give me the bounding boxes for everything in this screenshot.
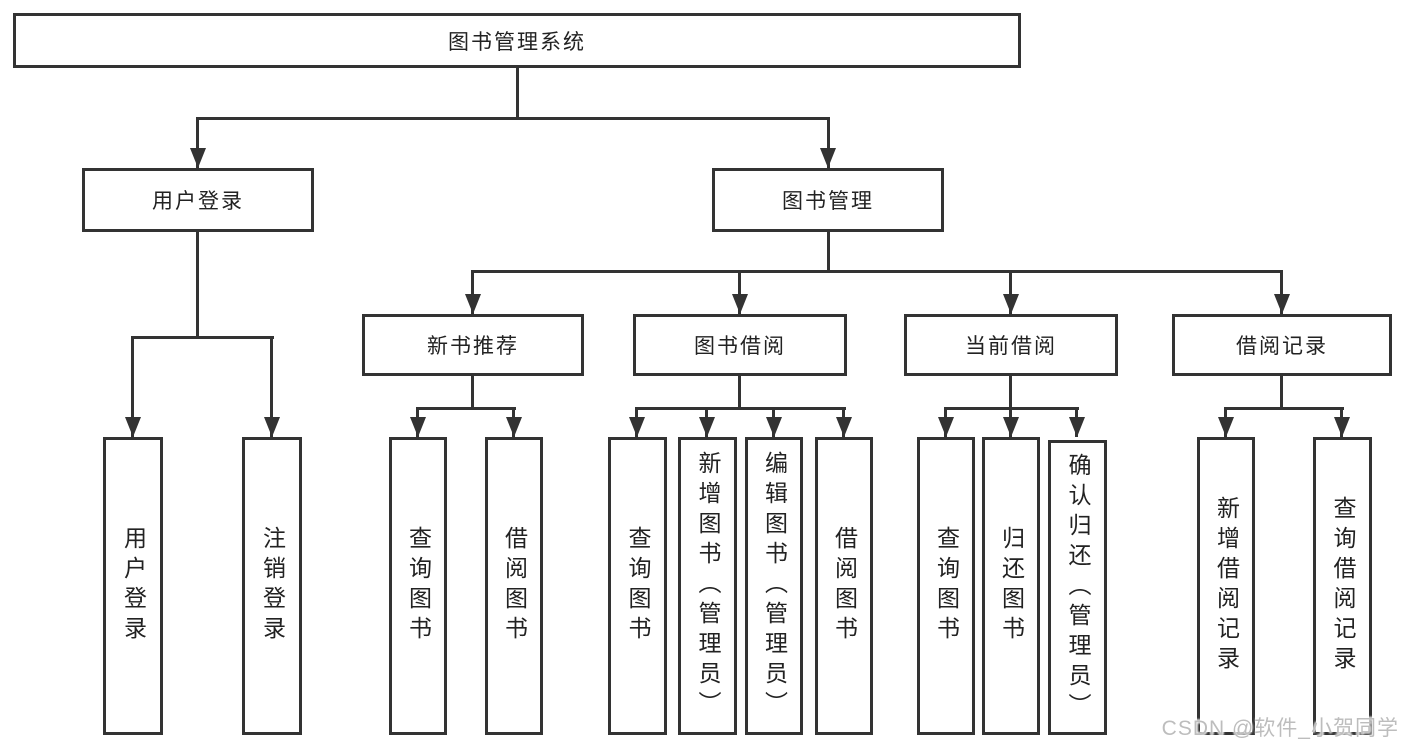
arrow-down-user-login bbox=[190, 148, 206, 168]
connector-book-borrow-distributor bbox=[635, 407, 846, 410]
connector-to-borrow-records bbox=[1280, 272, 1283, 314]
connector-to-leaf bbox=[270, 338, 273, 437]
arrow-down-current-borrow bbox=[1003, 294, 1019, 314]
connector-to-new-books bbox=[471, 272, 474, 314]
leaf-new-books-borrow: 借阅图书 bbox=[485, 437, 543, 735]
leaf-label: 注销登录 bbox=[259, 526, 286, 646]
node-label: 图书管理 bbox=[782, 190, 874, 213]
leaf-borrow-books: 借阅图书 bbox=[815, 437, 873, 735]
leaf-new-books-query: 查询图书 bbox=[389, 437, 447, 735]
arrow-down bbox=[1218, 417, 1234, 437]
connector-root-stem bbox=[516, 68, 519, 118]
leaf-label: 用户登录 bbox=[120, 526, 147, 646]
csdn-watermark: CSDN @软件_小贺同学 bbox=[1161, 717, 1399, 740]
leaf-query-borrow-record: 查询借阅记录 bbox=[1313, 437, 1372, 735]
connector-to-book-mgmt bbox=[827, 118, 830, 168]
leaf-label: 借阅图书 bbox=[831, 526, 858, 646]
leaf-edit-books-admin: 编辑图书（管理员） bbox=[745, 437, 803, 735]
arrow-down bbox=[1003, 417, 1019, 437]
arrow-down bbox=[836, 417, 852, 437]
leaf-label: 查询图书 bbox=[625, 526, 651, 646]
connector-book-mgmt-stem bbox=[827, 232, 830, 273]
leaf-label: 借阅图书 bbox=[501, 526, 528, 646]
node-label: 借阅记录 bbox=[1236, 335, 1328, 358]
node-user-login: 用户登录 bbox=[82, 168, 314, 232]
arrow-down bbox=[410, 417, 426, 437]
connector-borrow-records-stem bbox=[1280, 376, 1283, 410]
leaf-user-login: 用户登录 bbox=[103, 437, 163, 735]
leaf-add-borrow-record: 新增借阅记录 bbox=[1197, 437, 1255, 735]
connector-current-borrow-stem bbox=[1009, 376, 1012, 410]
leaf-label: 查询借阅记录 bbox=[1330, 496, 1356, 676]
arrow-down bbox=[125, 417, 141, 437]
node-new-book-recommend: 新书推荐 bbox=[362, 314, 584, 376]
arrow-down bbox=[264, 417, 280, 437]
arrow-down bbox=[506, 417, 522, 437]
leaf-return-books: 归还图书 bbox=[982, 437, 1040, 735]
connector-borrow-records-distributor bbox=[1224, 407, 1344, 410]
arrow-down-borrow-records bbox=[1274, 294, 1290, 314]
node-borrow-records: 借阅记录 bbox=[1172, 314, 1392, 376]
leaf-add-books-admin: 新增图书（管理员） bbox=[678, 437, 737, 735]
leaf-logout: 注销登录 bbox=[242, 437, 302, 735]
node-current-borrow: 当前借阅 bbox=[904, 314, 1118, 376]
arrow-down bbox=[766, 417, 782, 437]
node-label: 图书管理系统 bbox=[448, 30, 586, 54]
node-label: 新书推荐 bbox=[427, 335, 519, 358]
leaf-borrow-query-books: 查询图书 bbox=[608, 437, 667, 735]
arrow-down-book-borrow bbox=[732, 294, 748, 314]
connector-book-borrow-stem bbox=[738, 376, 741, 410]
arrow-down bbox=[938, 417, 954, 437]
arrow-down bbox=[1069, 417, 1085, 437]
connector-user-login-distributor bbox=[131, 336, 274, 339]
connector-to-book-borrow bbox=[738, 272, 741, 314]
arrow-down-new-books bbox=[465, 294, 481, 314]
node-library-management-system: 图书管理系统 bbox=[13, 13, 1021, 68]
leaf-confirm-return-admin: 确认归还（管理员） bbox=[1048, 440, 1107, 735]
connector-current-borrow-distributor bbox=[944, 407, 1079, 410]
node-label: 当前借阅 bbox=[965, 335, 1057, 358]
leaf-label: 新增借阅记录 bbox=[1213, 496, 1240, 676]
connector-root-distributor bbox=[196, 117, 830, 120]
arrow-down bbox=[1334, 417, 1350, 437]
leaf-label: 查询图书 bbox=[405, 526, 432, 646]
connector-to-current-borrow bbox=[1009, 272, 1012, 314]
leaf-label: 新增图书（管理员） bbox=[695, 451, 721, 721]
leaf-label: 编辑图书（管理员） bbox=[761, 451, 788, 721]
arrow-down bbox=[699, 417, 715, 437]
leaf-current-query-books: 查询图书 bbox=[917, 437, 975, 735]
connector-to-leaf bbox=[131, 338, 134, 437]
leaf-label: 归还图书 bbox=[998, 526, 1025, 646]
arrow-down-book-mgmt bbox=[820, 148, 836, 168]
node-book-borrow: 图书借阅 bbox=[633, 314, 847, 376]
connector-new-books-distributor bbox=[416, 407, 516, 410]
connector-new-books-stem bbox=[471, 376, 474, 410]
connector-to-user-login bbox=[196, 118, 199, 168]
leaf-label: 确认归还（管理员） bbox=[1065, 452, 1091, 723]
node-book-management: 图书管理 bbox=[712, 168, 944, 232]
leaf-label: 查询图书 bbox=[933, 526, 960, 646]
connector-user-login-stem bbox=[196, 232, 199, 339]
arrow-down bbox=[629, 417, 645, 437]
node-label: 图书借阅 bbox=[694, 335, 786, 358]
connector-level3-distributor bbox=[471, 270, 1283, 273]
node-label: 用户登录 bbox=[152, 190, 244, 213]
